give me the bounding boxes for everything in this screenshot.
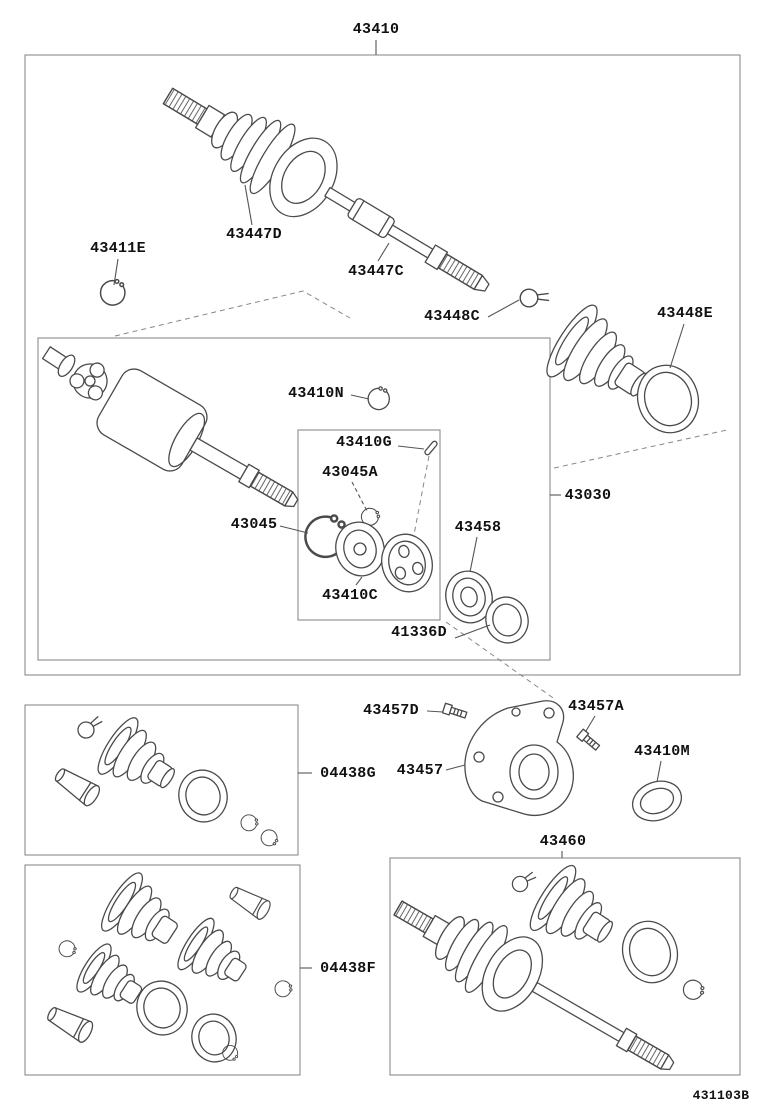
box-04438F	[24, 864, 301, 1076]
clamp-43448C-drawing	[516, 282, 552, 315]
boot-43448E-drawing	[546, 304, 648, 397]
group-boxes	[24, 54, 741, 1076]
part-label-43457A: 43457A	[568, 698, 624, 715]
part-label-43448E: 43448E	[657, 305, 713, 322]
race-43410C-drawing	[335, 521, 385, 577]
seal-43410M-drawing	[631, 780, 683, 822]
part-label-43030: 43030	[564, 487, 612, 504]
pin-43410G-drawing	[424, 440, 438, 456]
bolt-43457A-drawing	[576, 728, 602, 753]
part-label-43045A: 43045A	[322, 464, 378, 481]
part-label-04438G: 04438G	[320, 765, 376, 782]
boot-kit-04438F-drawing	[43, 872, 295, 1064]
part-label-43457D: 43457D	[363, 702, 419, 719]
part-label-43410: 43410	[352, 21, 400, 38]
part-label-43458: 43458	[454, 519, 502, 536]
box-43030	[37, 337, 551, 661]
part-label-43410M: 43410M	[634, 743, 690, 760]
part-label-43460: 43460	[539, 833, 587, 850]
ring-43448E-drawing	[636, 364, 700, 434]
part-label-43448C: 43448C	[424, 308, 480, 325]
bearing-43458-drawing	[445, 570, 493, 624]
bracket-43457-drawing	[464, 700, 574, 816]
box-43410	[24, 54, 741, 676]
seal-41336D-drawing	[485, 596, 529, 644]
bolt-43457D-drawing	[441, 702, 469, 721]
part-label-43411E: 43411E	[90, 240, 146, 257]
box-43460	[389, 857, 741, 1076]
boot-kit-04438G-drawing	[50, 715, 281, 851]
part-label-41336D: 41336D	[391, 624, 447, 641]
doc-code: 431103B	[692, 1088, 750, 1103]
part-label-43457: 43457	[396, 762, 444, 779]
driveshaft-43460-drawing	[393, 864, 708, 1071]
snap-ring-43411E-drawing	[95, 274, 132, 311]
tripod-spider-drawing	[41, 346, 108, 401]
leader-lines	[113, 40, 685, 969]
part-label-43410N: 43410N	[288, 385, 344, 402]
part-label-43410G: 43410G	[336, 434, 392, 451]
part-label-43410C: 43410C	[322, 587, 378, 604]
front-driveshaft-drawing	[162, 87, 490, 292]
box-04438G	[24, 704, 299, 856]
box-inner-kit	[297, 429, 441, 621]
part-label-43447D: 43447D	[226, 226, 282, 243]
part-label-43447C: 43447C	[348, 263, 404, 280]
part-label-43045: 43045	[230, 516, 278, 533]
cage-drawing	[381, 533, 433, 593]
inner-joint-drawing	[96, 368, 299, 508]
part-label-04438F: 04438F	[320, 960, 376, 977]
